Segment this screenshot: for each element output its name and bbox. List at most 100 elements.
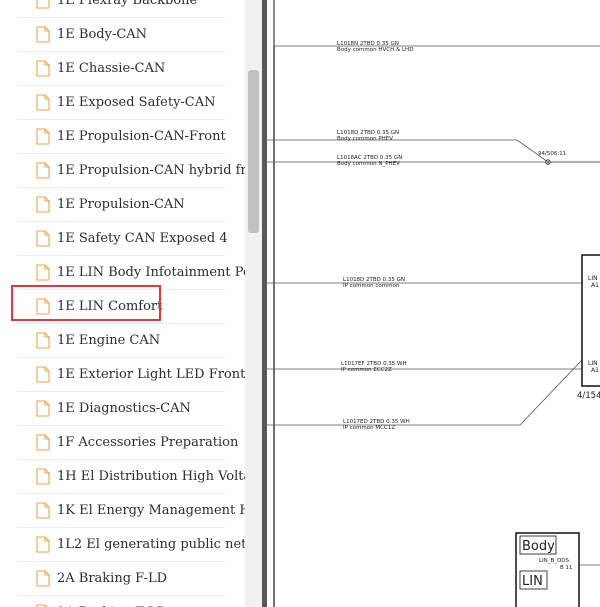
connector-pin-label: LIN (588, 360, 598, 367)
wire-label: L1018Q 2TBD 0.35 GN (337, 130, 399, 136)
tree-item-divider (17, 51, 225, 52)
document-icon (36, 196, 50, 213)
document-icon (36, 366, 50, 383)
wiring-diagram: L1018N 2TBD 0.35 GN Body common HVCH & L… (267, 0, 600, 607)
module-title: Body (522, 539, 555, 554)
module-pin-name: LIN_B_DDS (539, 558, 570, 564)
tree-item-divider (17, 595, 225, 596)
tree-item[interactable]: 1E Propulsion-CAN (0, 188, 245, 222)
tree-item-label: 1E Propulsion-CAN hybrid front (57, 163, 245, 178)
tree-item[interactable]: 2A Braking F-LD (0, 596, 245, 607)
tree-item-label: 1E Diagnostics-CAN (57, 401, 191, 416)
tree-item[interactable]: 1H El Distribution High Voltage (0, 460, 245, 494)
connector-pin-label: LIN (588, 275, 598, 282)
tree-item-label: 1E Body-CAN (57, 27, 148, 42)
wire-label: L1017ED 2TBD 0.35 WH (343, 419, 410, 425)
module-net-frame (519, 570, 548, 590)
tree-item[interactable]: 1E Safety CAN Exposed 4 (0, 222, 245, 256)
document-icon (36, 128, 50, 145)
document-icon (36, 332, 50, 349)
document-icon (36, 0, 50, 9)
wire-description: IP common ECC2Z (341, 367, 392, 373)
wire-description: Body common N_PHEV (337, 161, 400, 167)
document-icon (36, 570, 50, 587)
tree-item-divider (17, 357, 225, 358)
document-icon (36, 400, 50, 417)
module-title-frame (519, 535, 557, 555)
module-net-label: LIN (522, 574, 543, 589)
tree-item-label: 1E Safety CAN Exposed 4 (57, 231, 228, 246)
tree-item[interactable]: 1E Propulsion-CAN hybrid front (0, 154, 245, 188)
wire-line (267, 359, 583, 426)
connector-pin-ref: A1 (591, 282, 599, 289)
tree-item-divider (17, 187, 225, 188)
document-icon (36, 298, 50, 315)
viewer-divider (262, 0, 267, 607)
tree-item-divider (17, 255, 225, 256)
tree-item-label: 1E Engine CAN (57, 333, 161, 348)
document-icon (36, 264, 50, 281)
tree-item-divider (17, 221, 225, 222)
tree-item[interactable]: 1E Propulsion-CAN-Front (0, 120, 245, 154)
tree-item-label: 1E LIN Comfort (57, 299, 163, 314)
document-icon (36, 434, 50, 451)
tree-item-divider (17, 425, 225, 426)
tree-item-label: 1E Flexray Backbone (57, 0, 198, 8)
wire-description: IP common common (343, 283, 400, 289)
tree-item-divider (17, 85, 225, 86)
wire-line (273, 0, 600, 47)
splice-dot (547, 161, 549, 163)
tree-item-divider (17, 119, 225, 120)
wire-label: L1018N 2TBD 0.35 GN (337, 41, 399, 47)
tree-item[interactable]: 1E Flexray Backbone (0, 0, 245, 18)
tree-item[interactable]: 1E Exterior Light LED Front CAN l (0, 358, 245, 392)
tree-item-divider (17, 459, 225, 460)
document-icon (36, 468, 50, 485)
document-icon (36, 502, 50, 519)
tree-item[interactable]: 1E LIN Body Infotainment Powertr (0, 256, 245, 290)
tree-item-divider (17, 323, 225, 324)
tree-item-label: 1E LIN Body Infotainment Powertr (57, 265, 245, 280)
tree-item[interactable]: 1E Exposed Safety-CAN (0, 86, 245, 120)
document-icon (36, 26, 50, 43)
tree-item-divider (17, 289, 225, 290)
tree-item-label: 1E Exposed Safety-CAN (57, 95, 216, 110)
tree-item-label: 1L2 El generating public network (57, 537, 245, 552)
tree-item-label: 1H El Distribution High Voltage (57, 469, 245, 484)
wire-label: L1018AC 2TBD 0.35 GN (337, 155, 402, 161)
wire-label: L1017EF 2TBD 0.35 WH (341, 361, 407, 367)
tree-item-divider (17, 493, 225, 494)
tree-item[interactable]: 1E Diagnostics-CAN (0, 392, 245, 426)
connector-reference: 4/154 (577, 391, 600, 401)
sidebar-scrollbar-thumb[interactable] (248, 70, 259, 233)
module-pin-ref: B 11 (560, 565, 573, 571)
document-icon (36, 230, 50, 247)
tree-item-label: 1E Chassie-CAN (57, 61, 166, 76)
tree-item-label: 1K El Energy Management High V (57, 503, 245, 518)
tree-item-label: 2A Braking F-LD (57, 605, 245, 607)
tree-item-divider (17, 17, 225, 18)
tree-item[interactable]: 1K El Energy Management High V (0, 494, 245, 528)
tree-item[interactable]: 1F Accessories Preparation (0, 426, 245, 460)
wire-label: L1018D 2TBD 0.35 GN (343, 277, 405, 283)
tree-item-selected[interactable]: 1E LIN Comfort (0, 290, 245, 324)
tree-item[interactable]: 1L2 El generating public network (0, 528, 245, 562)
tree-item-label: 1E Propulsion-CAN (57, 197, 185, 212)
document-icon (36, 94, 50, 111)
tree-item[interactable]: 2A Braking F-LD (0, 562, 245, 596)
tree-item-divider (17, 391, 225, 392)
tree-item-label: 1F Accessories Preparation (57, 435, 239, 450)
tree-item[interactable]: 1E Chassie-CAN (0, 52, 245, 86)
document-icon (36, 536, 50, 553)
tree-item[interactable]: 1E Body-CAN (0, 18, 245, 52)
wire-description: Body common PHEV (337, 136, 393, 142)
schematic-document: L1018N 2TBD 0.35 GN Body common HVCH & L… (267, 0, 600, 607)
tree-item-divider (17, 561, 225, 562)
connector-block (581, 254, 600, 387)
tree-item-label: 1E Exterior Light LED Front CAN l (57, 367, 245, 382)
wire-description: Body common HVCH & LHD (337, 47, 413, 53)
tree-item-divider (17, 153, 225, 154)
tree-item[interactable]: 1E Engine CAN (0, 324, 245, 358)
document-icon (36, 60, 50, 77)
wire-description: IP common MCC1Z (343, 425, 395, 431)
